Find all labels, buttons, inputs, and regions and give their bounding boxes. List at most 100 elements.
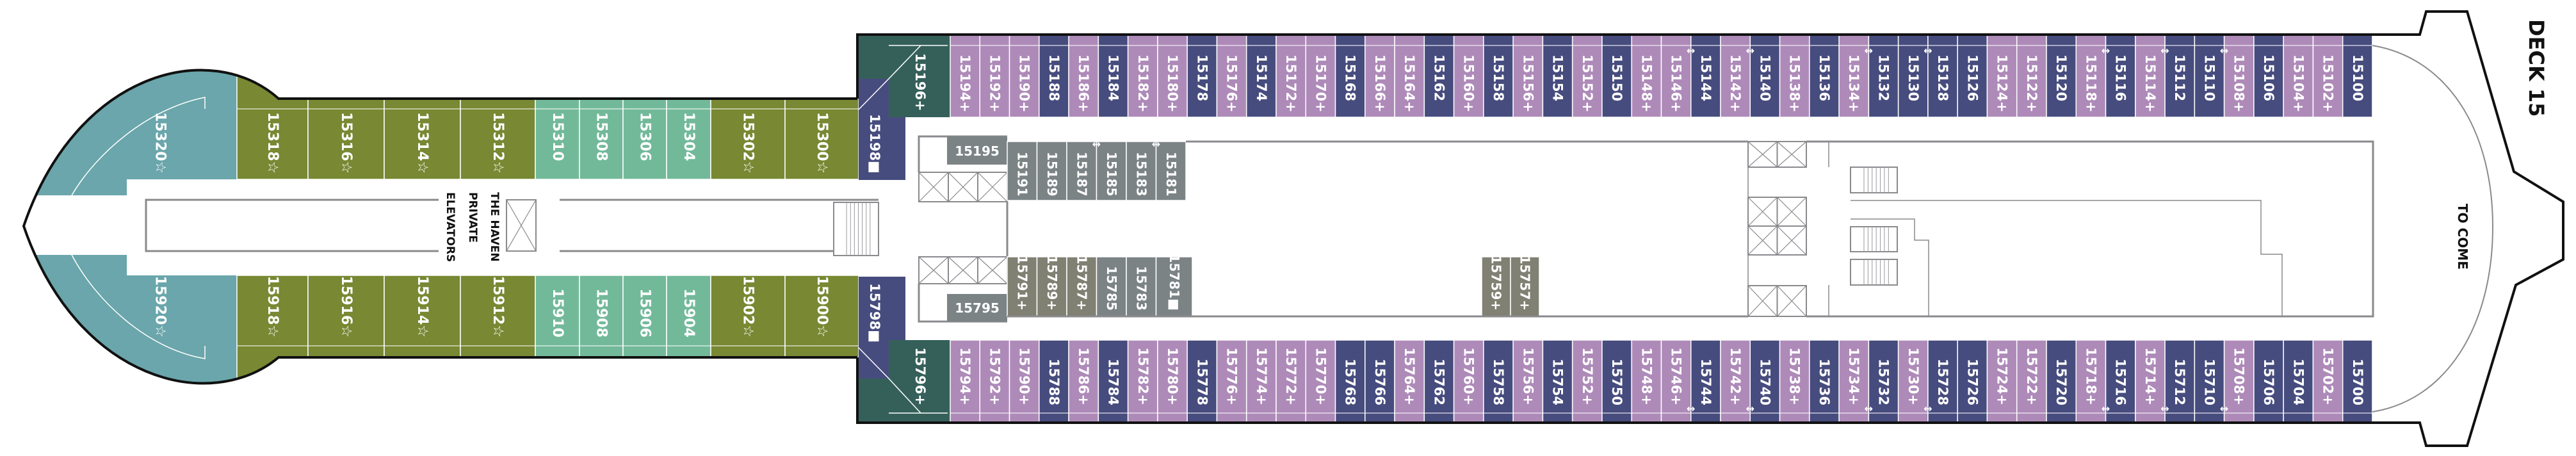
cabin-15158[interactable]: 15158 <box>1483 34 1514 118</box>
inner-cabin[interactable]: 15785 <box>1096 256 1127 317</box>
cabin-15788[interactable]: 15788 <box>1039 339 1069 423</box>
cabin-15795[interactable]: 15795 <box>947 294 1007 322</box>
haven-cabin[interactable]: 15312☆ <box>460 97 536 180</box>
haven-cabin[interactable]: 15912☆ <box>460 275 536 358</box>
cabin-15776[interactable]: 15776+ <box>1216 339 1247 423</box>
haven-cabin[interactable]: 15908 <box>579 275 624 358</box>
cabin-15746[interactable]: 15746+ <box>1660 339 1692 423</box>
cabin-15136[interactable]: 15136 <box>1809 34 1840 118</box>
cabin-15138[interactable]: 15138+ <box>1779 34 1810 118</box>
cabin-15140[interactable]: 15140 <box>1749 34 1781 118</box>
inner-cabin[interactable]: 15781■ <box>1155 254 1193 317</box>
cabin-15132[interactable]: 15132 <box>1868 34 1899 118</box>
cabin-15156[interactable]: 15156+ <box>1512 34 1544 118</box>
cabin-15126[interactable]: 15126 <box>1957 34 1988 118</box>
cabin-15164[interactable]: 15164+ <box>1394 34 1425 118</box>
cabin-15790[interactable]: 15790+ <box>1009 339 1040 423</box>
cabin-15716[interactable]: 15716 <box>2105 339 2136 423</box>
cabin-15794[interactable]: 15794+ <box>950 339 981 423</box>
haven-cabin[interactable]: 15904 <box>666 275 711 358</box>
cabin-15114[interactable]: 15114+ <box>2135 34 2166 118</box>
cabin-15118[interactable]: 15118+ <box>2075 34 2107 118</box>
cabin-15702[interactable]: 15702+ <box>2312 339 2344 423</box>
cabin-15116[interactable]: 15116 <box>2105 34 2136 118</box>
cabin-15798[interactable]: 15798■ <box>859 277 905 379</box>
cabin-15148[interactable]: 15148+ <box>1631 34 1662 118</box>
inner-cabin[interactable]: 15757+ <box>1510 256 1540 317</box>
inner-cabin[interactable]: 15783 <box>1126 256 1157 317</box>
cabin-15714[interactable]: 15714+ <box>2135 339 2166 423</box>
cabin-15768[interactable]: 15768 <box>1334 339 1366 423</box>
inner-cabin[interactable]: 15759+ <box>1481 256 1511 317</box>
haven-cabin[interactable]: 15906 <box>622 275 667 358</box>
cabin-15742[interactable]: 15742+ <box>1720 339 1751 423</box>
cabin-15758[interactable]: 15758 <box>1483 339 1514 423</box>
inner-cabin[interactable]: 15787+ <box>1066 256 1098 317</box>
cabin-15150[interactable]: 15150 <box>1601 34 1632 118</box>
haven-cabin[interactable]: 15306 <box>622 97 667 180</box>
cabin-15756[interactable]: 15756+ <box>1512 339 1544 423</box>
cabin-15166[interactable]: 15166+ <box>1365 34 1395 118</box>
cabin-15778[interactable]: 15778 <box>1187 339 1218 423</box>
inner-cabin[interactable]: 15191 <box>1007 141 1038 201</box>
cabin-15188[interactable]: 15188 <box>1039 34 1069 118</box>
cabin-15704[interactable]: 15704 <box>2283 339 2314 423</box>
haven-cabin[interactable]: 15304 <box>666 97 711 180</box>
cabin-15770[interactable]: 15770+ <box>1305 339 1336 423</box>
cabin-15726[interactable]: 15726 <box>1957 339 1988 423</box>
cabin-15738[interactable]: 15738+ <box>1779 339 1810 423</box>
cabin-15190[interactable]: 15190+ <box>1009 34 1040 118</box>
cabin-15708[interactable]: 15708+ <box>2223 339 2255 423</box>
cabin-15706[interactable]: 15706 <box>2253 339 2284 423</box>
cabin-15744[interactable]: 15744 <box>1690 339 1721 423</box>
cabin-15748[interactable]: 15748+ <box>1631 339 1662 423</box>
cabin-15782[interactable]: 15782+ <box>1127 339 1158 423</box>
cabin-15320[interactable]: 15320☆ <box>152 112 168 174</box>
cabin-15152[interactable]: 15152+ <box>1571 34 1603 118</box>
inner-cabin[interactable]: 15189 <box>1036 141 1067 201</box>
cabin-15720[interactable]: 15720 <box>2046 339 2077 423</box>
cabin-15760[interactable]: 15760+ <box>1453 339 1484 423</box>
cabin-15730[interactable]: 15730+ <box>1897 339 1929 423</box>
cabin-15184[interactable]: 15184 <box>1098 34 1129 118</box>
cabin-15718[interactable]: 15718+ <box>2075 339 2107 423</box>
cabin-15176[interactable]: 15176+ <box>1216 34 1247 118</box>
cabin-15710[interactable]: 15710 <box>2194 339 2225 423</box>
inner-cabin[interactable]: 15791+ <box>1007 256 1038 317</box>
inner-cabin[interactable]: 15185 <box>1096 141 1127 201</box>
cabin-15796[interactable]: 15796+ <box>859 340 950 423</box>
cabin-15752[interactable]: 15752+ <box>1571 339 1603 423</box>
haven-cabin[interactable]: 15318☆ <box>236 58 309 180</box>
cabin-15100[interactable]: 15100 <box>2342 34 2373 118</box>
cabin-15784[interactable]: 15784 <box>1098 339 1129 423</box>
haven-cabin[interactable]: 15900☆ <box>784 275 859 358</box>
cabin-15170[interactable]: 15170+ <box>1305 34 1336 118</box>
haven-cabin[interactable]: 15916☆ <box>307 275 385 358</box>
cabin-15734[interactable]: 15734+ <box>1838 339 1870 423</box>
cabin-15144[interactable]: 15144 <box>1690 34 1721 118</box>
haven-cabin[interactable]: 15310 <box>535 97 580 180</box>
cabin-15750[interactable]: 15750 <box>1601 339 1632 423</box>
haven-cabin[interactable]: 15302☆ <box>710 97 786 180</box>
cabin-15180[interactable]: 15180+ <box>1157 34 1188 118</box>
cabin-15772[interactable]: 15772+ <box>1276 339 1306 423</box>
cabin-15722[interactable]: 15722+ <box>2016 339 2047 423</box>
cabin-15786[interactable]: 15786+ <box>1068 339 1099 423</box>
inner-cabin[interactable]: 15181 <box>1155 141 1187 201</box>
cabin-15120[interactable]: 15120 <box>2046 34 2077 118</box>
cabin-15142[interactable]: 15142+ <box>1720 34 1751 118</box>
cabin-15920[interactable]: 15920☆ <box>152 276 168 338</box>
haven-cabin[interactable]: 15314☆ <box>384 97 461 180</box>
cabin-15764[interactable]: 15764+ <box>1394 339 1425 423</box>
cabin-15106[interactable]: 15106 <box>2253 34 2284 118</box>
cabin-15178[interactable]: 15178 <box>1187 34 1218 118</box>
cabin-15102[interactable]: 15102+ <box>2312 34 2344 118</box>
cabin-15172[interactable]: 15172+ <box>1276 34 1306 118</box>
cabin-15728[interactable]: 15728 <box>1927 339 1958 423</box>
cabin-15762[interactable]: 15762 <box>1423 339 1455 423</box>
haven-cabin[interactable]: 15918☆ <box>236 275 309 397</box>
haven-cabin[interactable]: 15300☆ <box>784 97 859 180</box>
cabin-15110[interactable]: 15110 <box>2194 34 2225 118</box>
cabin-15766[interactable]: 15766 <box>1365 339 1395 423</box>
haven-cabin[interactable]: 15902☆ <box>710 275 786 358</box>
